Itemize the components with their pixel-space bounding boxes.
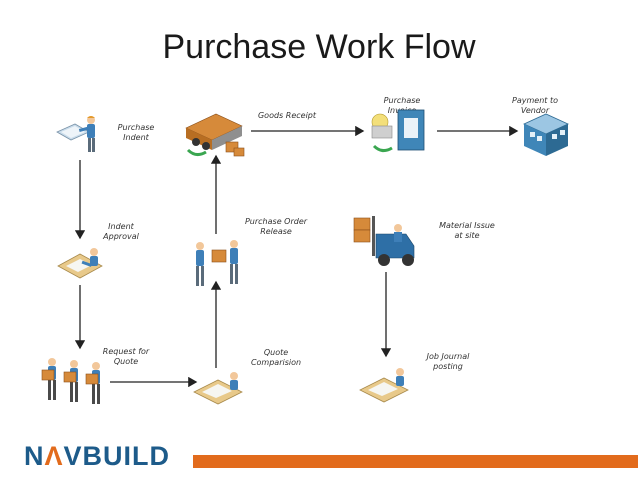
desk-worker-icon [57, 248, 103, 279]
label-indent-approval: Indent Approval [103, 222, 139, 241]
page-title: Purchase Work Flow [162, 28, 476, 66]
label-quote-comparision: Quote Comparision [250, 348, 302, 367]
logo-text-part1: N [24, 441, 45, 471]
footer-accent-band [193, 455, 638, 468]
label-goods-receipt: Goods Receipt [257, 111, 316, 120]
invoice-machine-icon [371, 109, 425, 153]
label-request-for-quote: Request for Quote [102, 347, 150, 366]
logo-accent: Λ [44, 441, 64, 471]
building-icon [523, 113, 569, 156]
label-payment-to-vendor: Payment to Vendor [512, 96, 558, 115]
navbuild-logo: NΛVBUILD [24, 441, 170, 472]
label-purchase-indent: Purchase Indent [117, 123, 155, 142]
label-material-issue: Material Issue at site [439, 221, 495, 240]
truck-icon [185, 113, 245, 157]
label-job-journal-posting: Job Journal posting [426, 352, 470, 371]
handshake-people-icon [196, 240, 238, 286]
desk-worker-icon [193, 372, 243, 405]
logo-text-part2: VBUILD [63, 441, 171, 471]
desk-worker-icon [359, 368, 409, 403]
person-desk-icon [56, 116, 95, 152]
forklift-icon [353, 216, 415, 266]
group-people-icon [41, 358, 100, 404]
label-purchase-order-release: Purchase Order Release [244, 217, 308, 236]
